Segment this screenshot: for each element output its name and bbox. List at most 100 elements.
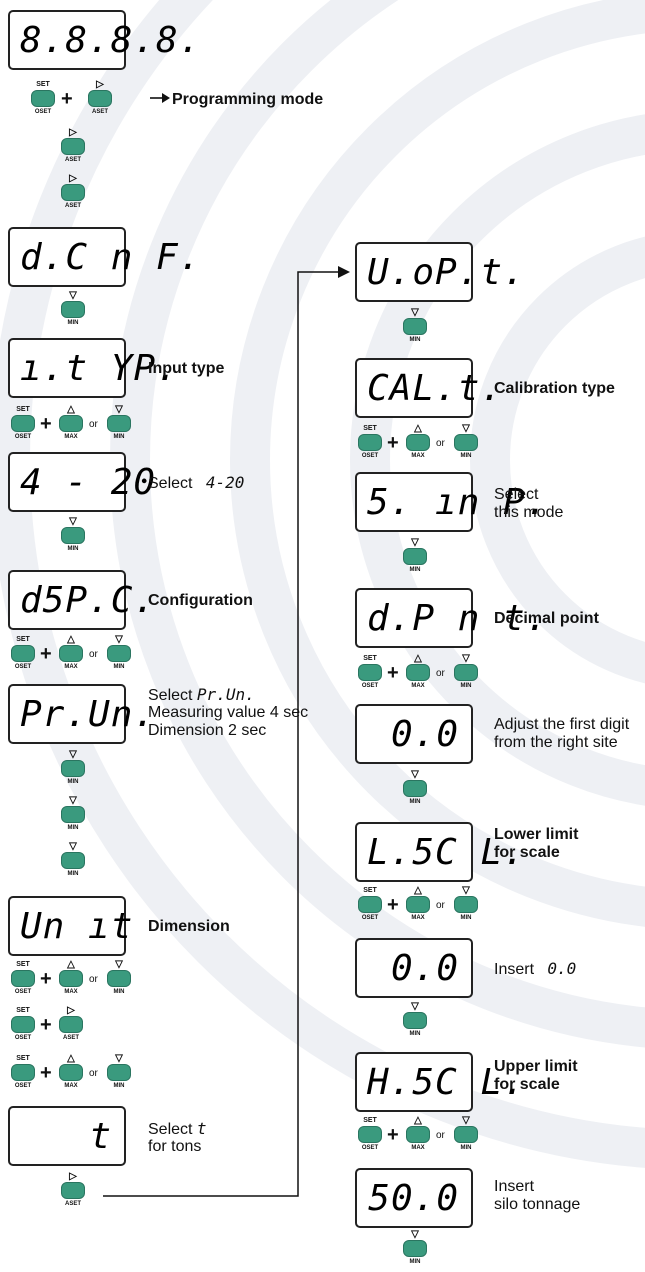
- up-key[interactable]: △MAX: [58, 1054, 84, 1096]
- up-key[interactable]: △MAX: [405, 654, 431, 696]
- label-select-t: Select t: [148, 1120, 207, 1139]
- set-key-button-face[interactable]: [358, 434, 382, 451]
- down-key-button-face[interactable]: [454, 664, 478, 681]
- up-key-button-face[interactable]: [59, 970, 83, 987]
- label-decimal-point: Decimal point: [494, 610, 599, 627]
- up-key[interactable]: △MAX: [58, 960, 84, 1002]
- down-key-label: MIN: [460, 1145, 472, 1151]
- right-key[interactable]: ▷ASET: [60, 128, 86, 170]
- up-key-button-face[interactable]: [59, 645, 83, 662]
- down-key-button-face[interactable]: [107, 645, 131, 662]
- down-key-symbol: ▽: [462, 423, 470, 434]
- down-key[interactable]: ▽MIN: [60, 750, 86, 792]
- down-key[interactable]: ▽ MIN: [453, 1116, 479, 1158]
- down-key[interactable]: ▽MIN: [453, 886, 479, 928]
- set-key-button-face[interactable]: [11, 1064, 35, 1081]
- down-key-button-face[interactable]: [454, 1126, 478, 1143]
- right-key-label: ASET: [64, 203, 81, 209]
- up-key-button-face[interactable]: [59, 1064, 83, 1081]
- down-key[interactable]: ▽MIN: [402, 308, 428, 350]
- down-key[interactable]: ▽MIN: [402, 538, 428, 580]
- down-key[interactable]: ▽MIN: [60, 517, 86, 559]
- down-key[interactable]: ▽MIN: [106, 960, 132, 1002]
- up-key-button-face[interactable]: [406, 896, 430, 913]
- set-key[interactable]: SET OSET: [10, 1054, 36, 1096]
- down-key-button-face[interactable]: [61, 301, 85, 318]
- right-key-symbol: ▷: [67, 1005, 75, 1016]
- set-key-symbol: SET: [16, 1055, 30, 1062]
- down-key-button-face[interactable]: [403, 1240, 427, 1257]
- display-lower-value: 0.0: [355, 938, 473, 998]
- up-key-button-face[interactable]: [406, 664, 430, 681]
- right-key-button-face[interactable]: [88, 90, 112, 107]
- down-key-button-face[interactable]: [403, 318, 427, 335]
- set-key-button-face[interactable]: [358, 896, 382, 913]
- down-key[interactable]: ▽MIN: [402, 1230, 428, 1272]
- down-key[interactable]: ▽MIN: [106, 405, 132, 447]
- down-key-button-face[interactable]: [61, 806, 85, 823]
- down-key-button-face[interactable]: [403, 548, 427, 565]
- right-key[interactable]: ▷ASET: [87, 80, 113, 122]
- down-key-button-face[interactable]: [61, 527, 85, 544]
- up-key[interactable]: △MAX: [405, 1116, 431, 1158]
- up-key-label: MAX: [64, 434, 78, 440]
- up-key-button-face[interactable]: [406, 434, 430, 451]
- set-key-label: OSET: [14, 1083, 32, 1089]
- right-key[interactable]: ▷ASET: [60, 1172, 86, 1214]
- set-key-button-face[interactable]: [11, 645, 35, 662]
- up-key[interactable]: △MAX: [405, 886, 431, 928]
- down-key-symbol: ▽: [115, 959, 123, 970]
- set-key-button-face[interactable]: [11, 1016, 35, 1033]
- right-key-button-face[interactable]: [61, 184, 85, 201]
- up-key-button-face[interactable]: [59, 415, 83, 432]
- down-key-button-face[interactable]: [107, 970, 131, 987]
- up-key-button-face[interactable]: [406, 1126, 430, 1143]
- up-key[interactable]: △MAX: [58, 405, 84, 447]
- down-key-button-face[interactable]: [403, 780, 427, 797]
- down-key[interactable]: ▽MIN: [402, 770, 428, 812]
- down-key[interactable]: ▽MIN: [106, 635, 132, 677]
- right-key-button-face[interactable]: [61, 138, 85, 155]
- down-key-button-face[interactable]: [61, 760, 85, 777]
- label-configuration: Configuration: [148, 592, 253, 609]
- down-key[interactable]: ▽MIN: [106, 1054, 132, 1096]
- plus-sign: +: [40, 1014, 52, 1036]
- down-key[interactable]: ▽MIN: [453, 654, 479, 696]
- down-key[interactable]: ▽MIN: [453, 424, 479, 466]
- down-key-symbol: ▽: [462, 1115, 470, 1126]
- down-key-button-face[interactable]: [61, 852, 85, 869]
- set-key-button-face[interactable]: [11, 415, 35, 432]
- down-key-button-face[interactable]: [403, 1012, 427, 1029]
- set-key-button-face[interactable]: [31, 90, 55, 107]
- right-key[interactable]: ▷ASET: [60, 174, 86, 216]
- set-key-button-face[interactable]: [11, 970, 35, 987]
- down-key[interactable]: ▽MIN: [60, 842, 86, 884]
- set-key-button-face[interactable]: [358, 1126, 382, 1143]
- down-key[interactable]: ▽MIN: [60, 796, 86, 838]
- down-key[interactable]: ▽MIN: [60, 291, 86, 333]
- right-key-button-face[interactable]: [59, 1016, 83, 1033]
- display-input-type: ı.t YP.: [8, 338, 178, 398]
- down-key-button-face[interactable]: [107, 1064, 131, 1081]
- plus-sign: +: [40, 968, 52, 990]
- up-key[interactable]: △MAX: [405, 424, 431, 466]
- code-0-0: 0.0: [547, 959, 577, 978]
- down-key-button-face[interactable]: [454, 434, 478, 451]
- down-key-button-face[interactable]: [454, 896, 478, 913]
- or-text: or: [89, 974, 98, 985]
- down-key-button-face[interactable]: [107, 415, 131, 432]
- set-key-button-face[interactable]: [358, 664, 382, 681]
- up-key[interactable]: △MAX: [58, 635, 84, 677]
- right-key-button-face[interactable]: [61, 1182, 85, 1199]
- down-key[interactable]: ▽MIN: [402, 1002, 428, 1044]
- right-key[interactable]: ▷ASET: [58, 1006, 84, 1048]
